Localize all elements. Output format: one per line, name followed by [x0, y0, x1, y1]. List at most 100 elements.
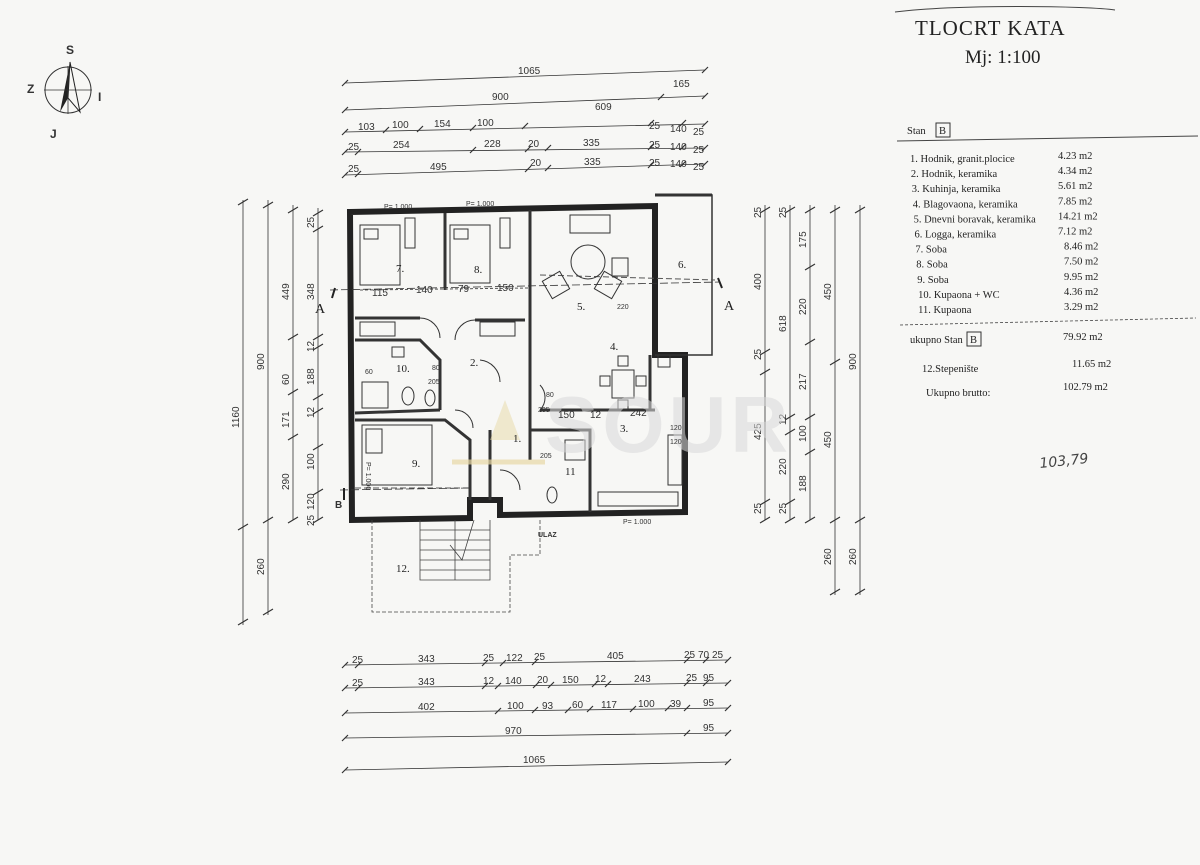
bottom-dimension-chains [341, 656, 732, 774]
legend-room-name: 7. Soba [915, 245, 947, 256]
right-dimension-chains [759, 205, 866, 596]
dim-bot-r2-2: 12 [483, 676, 495, 687]
legend-stair-area: 11.65 m2 [1072, 359, 1111, 370]
dim-bot-r2-7: 243 [634, 674, 651, 685]
dining-table-icon [611, 369, 635, 399]
dim-bot-r2-8: 25 [686, 673, 698, 684]
dim-top-25h: 25 [693, 162, 705, 173]
bed-room-9 [361, 424, 433, 486]
legend-room-name: 2. Hodnik, keramika [911, 169, 998, 180]
window-tag-1: P= 1.000 [384, 204, 412, 211]
dim-top-228: 228 [484, 139, 501, 150]
dim-top-335b: 335 [584, 157, 601, 168]
legend-gross-area: 102.79 m2 [1063, 382, 1108, 393]
section-mark-a-right: A [724, 299, 735, 314]
room-label-7: 7. [396, 263, 405, 275]
dim-right-618: 618 [778, 315, 789, 332]
dim-left-449: 449 [281, 283, 292, 300]
bottom-dimension-values: 25 343 25 122 25 405 25 70 25 25 343 12 … [352, 650, 724, 766]
dim-right-188: 188 [798, 475, 809, 492]
legend-room-name: 5. Dnevni boravak, keramika [914, 214, 1037, 225]
dim-top-154: 154 [434, 119, 451, 130]
coffee-table-icon [570, 244, 606, 280]
dim-left-900: 900 [256, 353, 267, 370]
window-tag-3: P= 1.000 [623, 519, 651, 526]
dim-right-25b: 25 [753, 348, 764, 360]
dim-bot-r3-5: 100 [638, 699, 655, 710]
dim-right-260a: 260 [823, 548, 834, 565]
outer-walls [346, 202, 688, 524]
room-label-5: 5. [577, 301, 586, 313]
title-block: TLOCRT KATA Mj: 1:100 [894, 6, 1116, 68]
dim-top-140c: 140 [670, 159, 687, 170]
legend-stan-label: Stan [907, 126, 926, 137]
legend-room-name: 4. Blagovaona, keramika [913, 199, 1018, 210]
room-label-11: 11 [565, 466, 576, 478]
dim-left-290: 290 [281, 473, 292, 490]
dim-right-12: 12 [778, 413, 789, 425]
legend-room-area: 4.23 m2 [1058, 151, 1092, 162]
room-label-4: 4. [610, 341, 619, 353]
legend-room-name: 8. Soba [916, 260, 948, 271]
dim-right-220: 220 [778, 458, 789, 475]
dim-top-609: 609 [595, 102, 612, 113]
legend-stan-code: B [939, 126, 946, 137]
dim-top-100a: 100 [392, 120, 409, 131]
legend-room-name: 10. Kupaona + WC [918, 290, 1000, 301]
inner-dim-205c: 205 [540, 453, 552, 460]
legend-room-area: 9.95 m2 [1064, 272, 1098, 283]
dim-bot-r2-9: 95 [703, 673, 715, 684]
dim-top-495: 495 [430, 162, 447, 173]
bathtub-icon [361, 381, 389, 409]
dim-right-175: 175 [798, 231, 809, 248]
dim-top-335a: 335 [583, 138, 600, 149]
compass-south-label: J [50, 127, 57, 141]
floor-plan: SOUR 1. 2. 3. 4. 5. 6. 7. 8. 9. 10. 11 1… [315, 193, 788, 613]
dim-bot-r1-2: 25 [483, 653, 495, 664]
dim-left-120: 120 [306, 493, 317, 510]
dim-right-25e: 25 [778, 502, 789, 514]
dim-bot-r2-4: 20 [537, 675, 549, 686]
legend-room-name: 3. Kuhinja, keramika [912, 184, 1001, 195]
bed-room-7 [359, 224, 401, 286]
dim-bot-r1-4: 25 [534, 652, 546, 663]
dim-bot-r1-6: 25 [684, 650, 696, 661]
section-mark-a-left: A [315, 302, 326, 317]
staircase [371, 519, 541, 613]
dim-left-260: 260 [256, 558, 267, 575]
dim-bot-r3-6: 39 [670, 699, 682, 710]
dim-top-140b: 140 [670, 142, 687, 153]
inner-dim-120: 120 [670, 425, 682, 432]
room-label-10: 10. [396, 363, 410, 375]
legend-room-name: 11. Kupaona [918, 305, 972, 316]
inner-dim-242: 242 [630, 408, 647, 419]
dim-right-900: 900 [848, 353, 859, 370]
inner-dim-140: 140 [416, 285, 433, 296]
toilet-icon [401, 386, 415, 406]
compass-west-label: Z [27, 82, 34, 96]
legend-room-name: 9. Soba [917, 275, 949, 286]
sheet-title: TLOCRT KATA [915, 16, 1066, 40]
inner-dim-115: 115 [372, 288, 388, 299]
dim-right-450b: 450 [823, 431, 834, 448]
inner-dim-205a: 205 [428, 379, 440, 386]
dim-bot-r2-6: 12 [595, 674, 607, 685]
dim-bot-r3-4: 117 [601, 700, 617, 711]
inner-dim-220: 220 [617, 304, 629, 311]
compass-north-label: S [66, 43, 74, 57]
room-label-1: 1. [513, 433, 522, 445]
toilet-room-11-icon [546, 486, 558, 504]
dim-top-100b: 100 [477, 118, 494, 129]
dim-top-25g: 25 [649, 158, 661, 169]
inner-dim-150: 150 [497, 283, 514, 294]
dim-bot-r3-7: 95 [703, 698, 715, 709]
dim-bot-r3-3: 60 [572, 700, 584, 711]
dim-left-12a: 12 [306, 340, 317, 352]
loggia-outline [655, 194, 713, 356]
dim-bot-r4-0: 970 [505, 726, 522, 737]
kitchen-counter [667, 434, 683, 486]
top-dimension-chains [341, 66, 709, 179]
legend-gross-label: Ukupno brutto: [926, 388, 991, 399]
dim-bot-r1-5: 405 [607, 651, 624, 662]
